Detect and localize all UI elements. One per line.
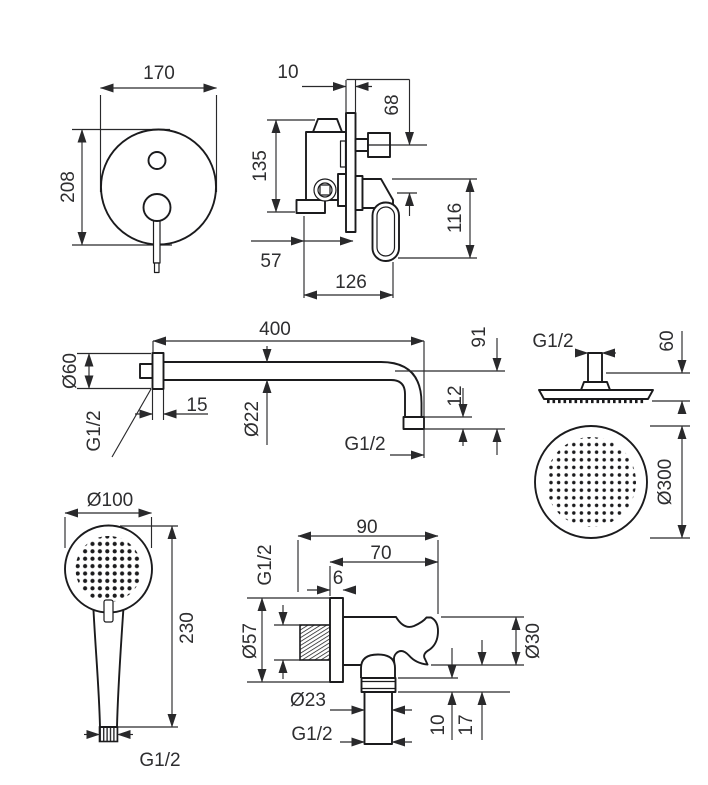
dim-label-depth-to-plate: 57	[260, 251, 281, 272]
dim-label-body-height: 135	[250, 150, 271, 182]
dim-label-handle-height: 116	[445, 203, 466, 233]
wall-elbow-dimensions	[247, 531, 524, 747]
head-spray-face	[546, 437, 636, 527]
diverter-stem	[354, 138, 369, 152]
arm-pipe-inner	[162, 379, 406, 418]
dim-label-hand-shower-thread: G1/2	[139, 750, 180, 771]
arm-wall-stub	[139, 363, 154, 379]
dim-label-elbow-holder-depth: 70	[370, 543, 391, 564]
dim-label-elbow-wall-thread: G1/2	[255, 544, 276, 585]
hand-shower-view: Ø100 230 G1/2	[64, 490, 198, 771]
dim-label-mixer-width: 170	[143, 63, 175, 84]
handle-lever-tip	[153, 262, 160, 274]
dim-label-arm-wall-thread: G1/2	[84, 410, 105, 451]
handle-sleeve	[354, 175, 364, 211]
cartridge-flange	[337, 173, 347, 207]
head-face-dimensions	[650, 425, 690, 539]
head-thread-stem	[587, 352, 603, 383]
wall-elbow-view: 90 70 6 G1/2 Ø57 Ø30 Ø23 G1/2 10 17	[240, 517, 544, 747]
dim-label-arm-flange-depth: 15	[186, 395, 207, 416]
spray-mode-button	[103, 599, 114, 623]
hand-shower-thread	[98, 726, 119, 743]
dim-label-mixer-height: 208	[58, 171, 79, 203]
valve-detail	[339, 140, 347, 168]
dim-label-elbow-outlet-height: 10	[428, 714, 449, 735]
elbow-wall-flange	[329, 597, 344, 683]
rain-head-face-view: Ø300	[534, 425, 690, 539]
hand-shower-dimensions	[64, 508, 178, 740]
shower-arm-view: 400 Ø60 15 G1/2 Ø22 12 91 G1/2	[60, 319, 505, 460]
mixer-front-dimensions	[72, 83, 218, 246]
wall-plate-side	[345, 112, 357, 233]
dim-label-arm-flange-diameter: Ø60	[60, 353, 81, 389]
dim-label-total-depth: 126	[335, 272, 367, 293]
arm-pipe-outer	[162, 361, 423, 418]
dim-label-hand-shower-diameter: Ø100	[87, 490, 133, 511]
dim-label-spout-offset: 68	[382, 94, 403, 115]
dim-label-arm-drop-height: 91	[469, 326, 490, 347]
dim-label-elbow-outlet-thread: G1/2	[291, 724, 332, 745]
diverter-button	[147, 151, 167, 170]
mixer-side-view: 10 68 135 116 57 126	[250, 62, 477, 300]
handle-base	[142, 193, 172, 222]
dim-label-arm-outlet-thread: G1/2	[344, 434, 385, 455]
mixer-side-dimensions	[251, 78, 477, 300]
dim-label-arm-outlet-length: 12	[445, 385, 466, 406]
cartridge-inner	[317, 182, 333, 198]
mixer-front-view: 170 208	[58, 63, 218, 274]
dim-label-head-diameter: Ø300	[655, 459, 676, 505]
handle-lever-inner	[376, 206, 396, 257]
dim-label-elbow-flange-diameter: Ø57	[240, 623, 261, 659]
dim-label-elbow-total-depth: 90	[356, 517, 377, 538]
head-plate-side	[538, 389, 654, 400]
elbow-outlet-collar	[360, 677, 397, 693]
dim-label-elbow-outlet-offset: 17	[456, 714, 477, 735]
head-side-dimensions	[574, 331, 690, 415]
valve-base	[295, 199, 326, 214]
valve-top-connector	[312, 118, 343, 133]
elbow-spout-dome	[360, 653, 396, 678]
arm-outlet-nut	[402, 416, 425, 430]
shower-arm-dimensions	[77, 336, 505, 460]
arm-wall-flange	[151, 352, 165, 390]
dim-label-arm-length: 400	[259, 319, 291, 340]
dim-label-elbow-flange-depth: 6	[333, 568, 344, 589]
cartridge-square	[319, 184, 331, 196]
dim-label-elbow-holder-diameter: Ø30	[523, 623, 544, 659]
rain-head-side-view: G1/2 60	[532, 330, 690, 415]
hand-shower-spray-face	[75, 536, 142, 602]
dim-label-head-thread: G1/2	[532, 331, 573, 352]
elbow-outlet-tube	[363, 691, 393, 745]
elbow-body-holder	[342, 616, 439, 666]
dim-label-arm-pipe-diameter: Ø22	[242, 401, 263, 437]
head-connector	[580, 381, 611, 391]
dim-label-head-height: 60	[657, 330, 678, 351]
elbow-wall-thread	[299, 624, 331, 661]
dim-label-hand-shower-length: 230	[177, 612, 198, 644]
dim-label-elbow-outlet-diameter: Ø23	[290, 690, 326, 711]
dim-label-plate-depth: 10	[277, 62, 298, 83]
